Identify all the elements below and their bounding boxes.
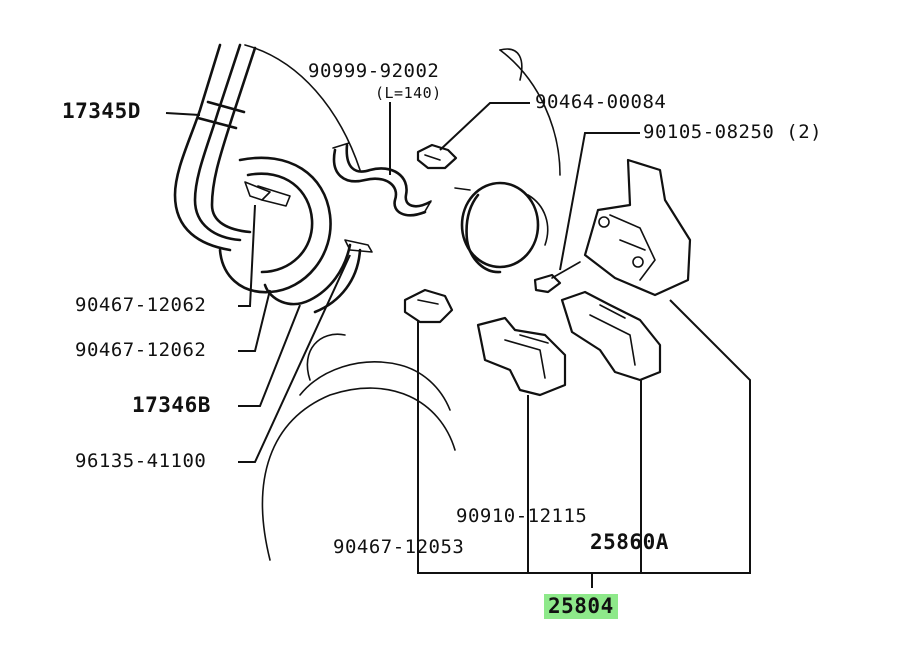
canister <box>454 181 549 274</box>
label-96135-41100: 96135-41100 <box>75 450 207 472</box>
engine-outline-right <box>499 49 561 176</box>
valve-25860a <box>560 290 662 382</box>
label-17345d: 17345D <box>62 99 141 123</box>
housing-inner <box>299 361 451 411</box>
label-90105-08250: 90105-08250 (2) <box>643 121 823 143</box>
harness-clamp-ring <box>218 156 332 294</box>
label-90999-length: (L=140) <box>375 84 442 102</box>
label-90910-12115: 90910-12115 <box>456 505 588 527</box>
label-17346b: 17346B <box>132 393 211 417</box>
label-90467-12062-b: 90467-12062 <box>75 339 207 361</box>
engine-outline-arc <box>499 48 523 81</box>
connector-90467-12053 <box>403 288 454 324</box>
bolt-90105-08250 <box>533 261 581 294</box>
label-90467-12062-a: 90467-12062 <box>75 294 207 316</box>
wire-harness <box>173 43 257 252</box>
hose-17346b <box>263 239 373 314</box>
label-25804-highlighted[interactable]: 25804 <box>544 594 618 619</box>
clip-90464-00084 <box>416 143 458 170</box>
label-90464-00084: 90464-00084 <box>535 91 667 113</box>
housing-curve <box>306 333 346 381</box>
bracket <box>583 158 692 297</box>
valve-90910-12115 <box>476 316 567 397</box>
label-25860a: 25860A <box>590 530 669 554</box>
leader-lines <box>165 102 751 588</box>
engine-outline-top <box>244 44 361 171</box>
label-90467-12053: 90467-12053 <box>333 536 465 558</box>
label-90999-92002: 90999-92002 <box>308 60 440 82</box>
hose-90999-92002 <box>332 142 432 217</box>
housing-outer <box>261 387 456 561</box>
